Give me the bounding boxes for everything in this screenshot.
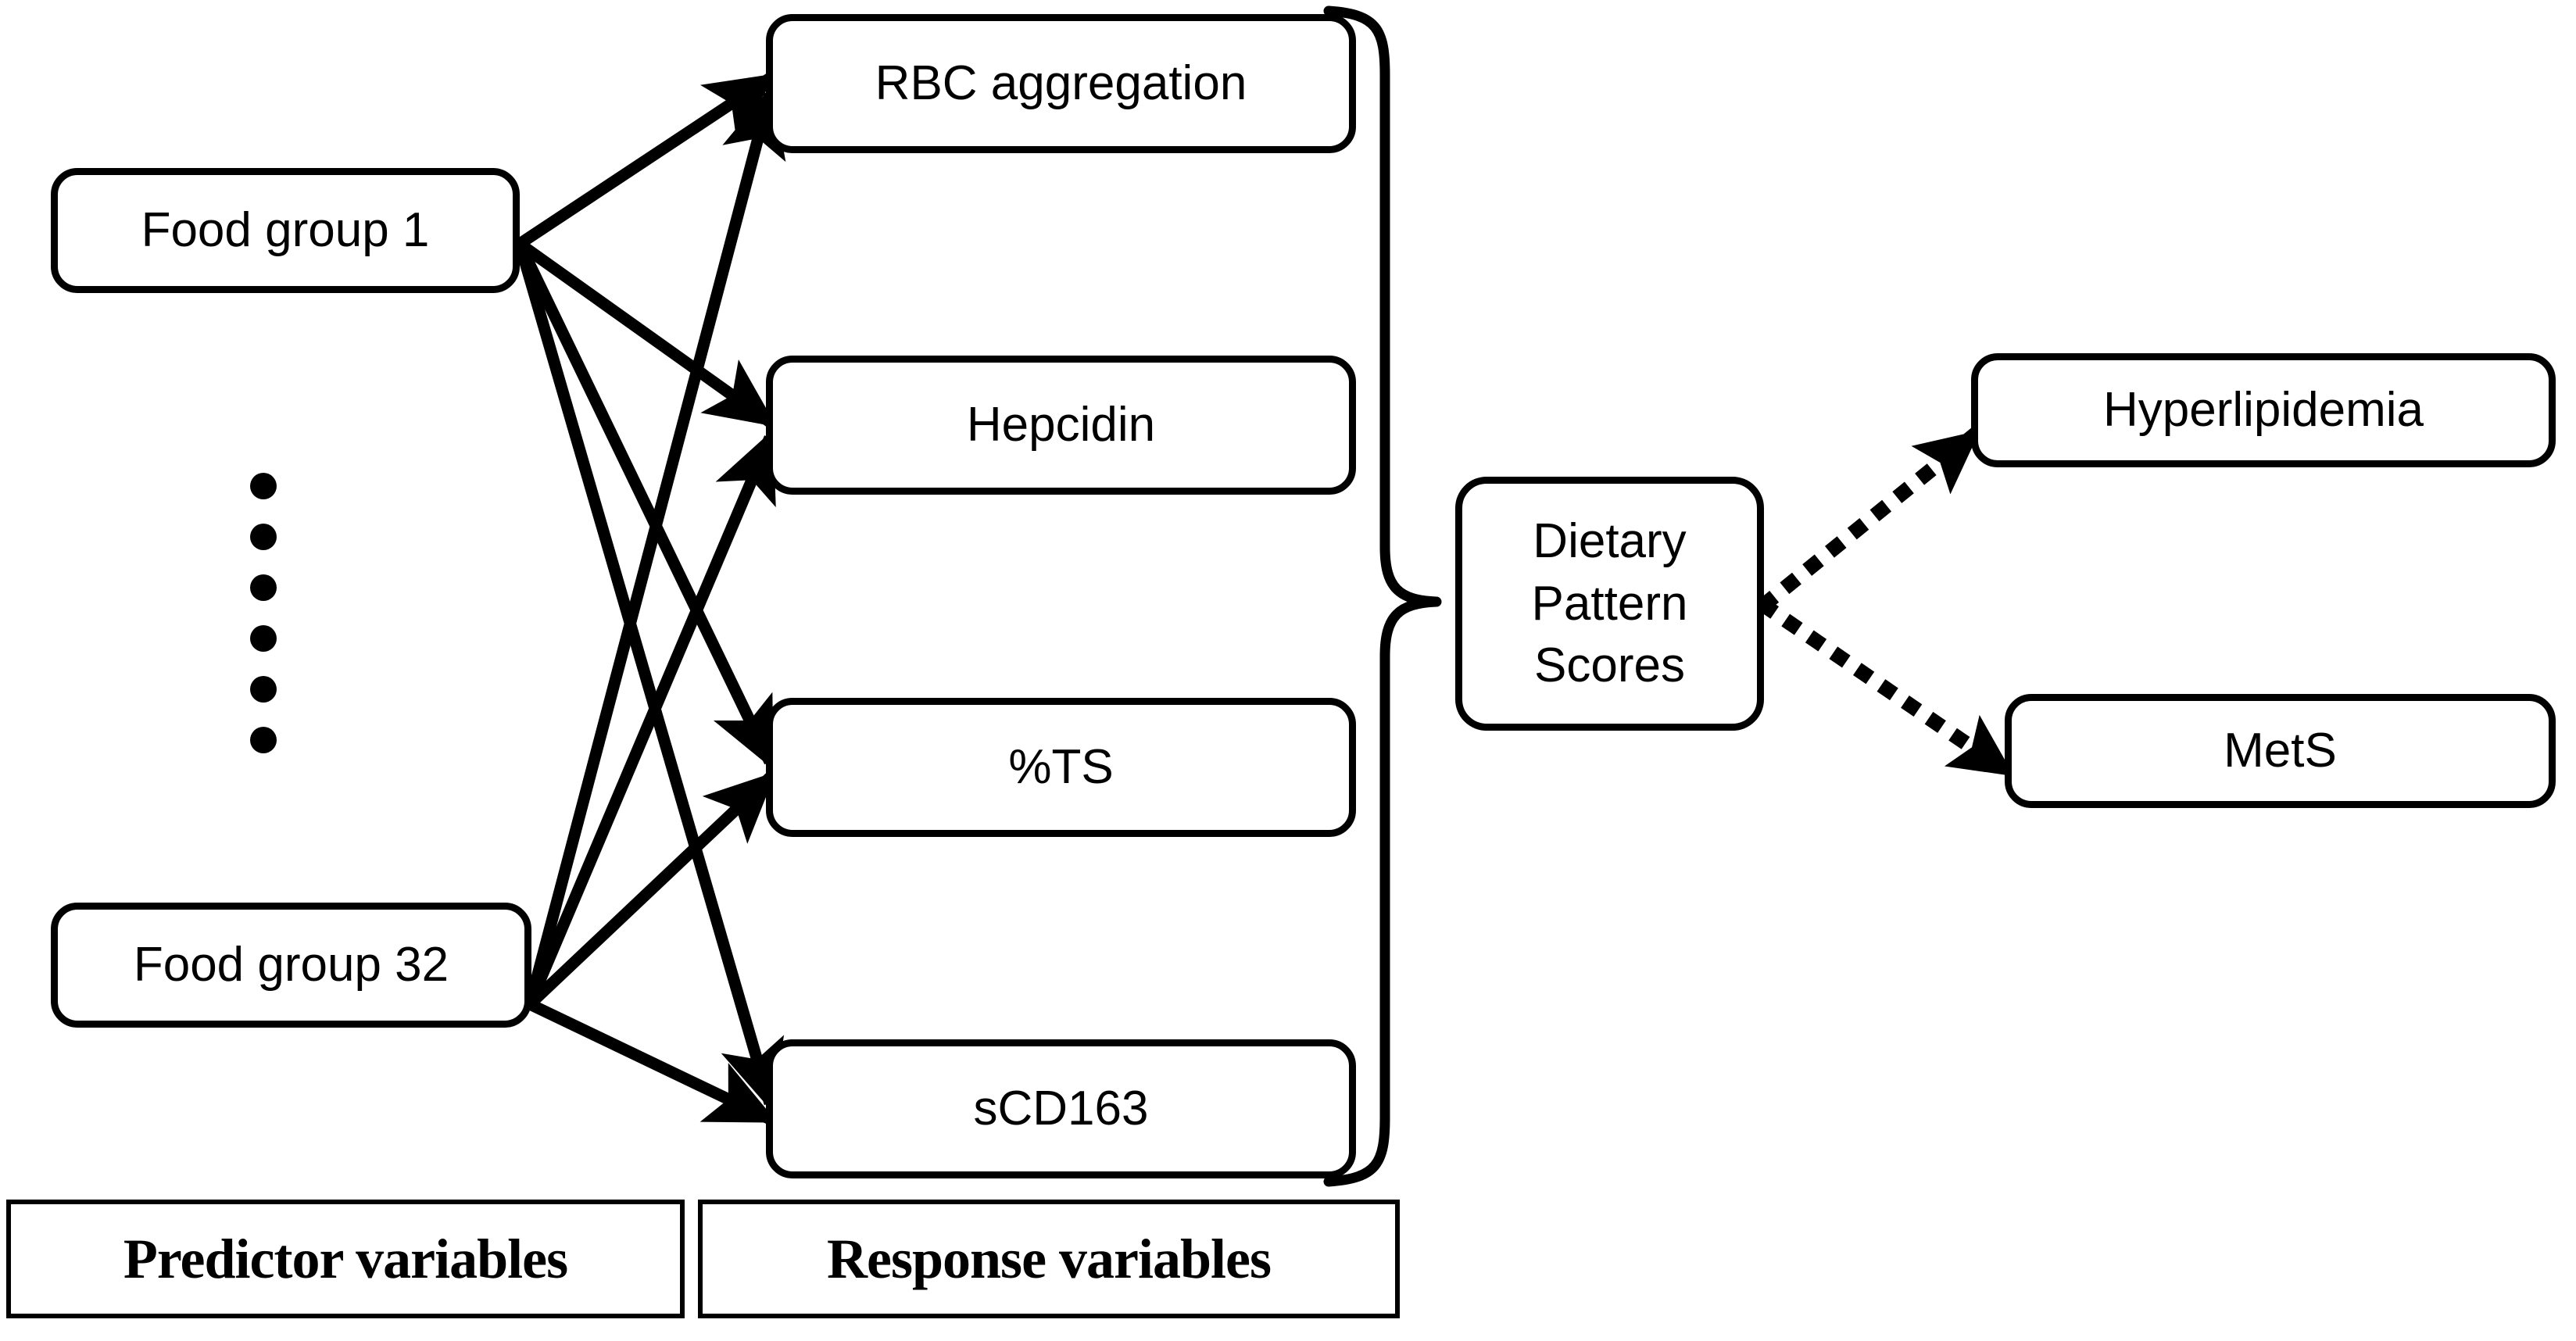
legend-response-variables: Response variables <box>698 1200 1400 1318</box>
node-label: %TS <box>1008 740 1114 794</box>
node-label: sCD163 <box>973 1082 1149 1135</box>
legend-predictor-variables: Predictor variables <box>6 1200 685 1318</box>
ellipsis-dot <box>250 676 277 703</box>
edges-from-dietary-pattern-scores <box>1757 427 2016 781</box>
node-label: Food group 1 <box>141 203 430 257</box>
ellipsis-dot <box>250 625 277 652</box>
node-label: MetS <box>2224 724 2337 778</box>
node-label: Hepcidin <box>966 398 1156 452</box>
node-food-group-32[interactable]: Food group 32 <box>51 903 531 1028</box>
node-hyperlipidemia[interactable]: Hyperlipidemia <box>1971 353 2556 467</box>
edge-scores-to-hyperlipidemia <box>1757 427 1982 613</box>
node-label: Hyperlipidemia <box>2102 383 2424 437</box>
edge-scores-to-mets <box>1757 597 2016 781</box>
node-dietary-pattern-scores[interactable]: Dietary Pattern Scores <box>1455 477 1764 731</box>
node-mets[interactable]: MetS <box>2005 694 2556 808</box>
node-label-line-3: Scores <box>1534 638 1685 693</box>
node-rbc-aggregation[interactable]: RBC aggregation <box>766 14 1356 153</box>
ellipsis-dot <box>250 524 277 550</box>
edges-from-food-group-32 <box>524 85 786 1125</box>
edge-fg1-to-hepcidin <box>516 238 777 427</box>
edge-fg32-to-percent-ts <box>525 771 776 1009</box>
legend-label: Response variables <box>826 1227 1272 1290</box>
edge-fg1-to-percent-ts <box>514 241 775 770</box>
node-label: RBC aggregation <box>875 56 1247 110</box>
node-label: Food group 32 <box>133 938 449 992</box>
ellipsis-dot <box>250 473 277 499</box>
node-hepcidin[interactable]: Hepcidin <box>766 356 1356 495</box>
node-percent-ts[interactable]: %TS <box>766 698 1356 837</box>
node-label-line-2: Pattern <box>1531 576 1688 631</box>
edge-fg32-to-scd163 <box>527 999 778 1125</box>
ellipsis-dot <box>250 574 277 601</box>
node-food-group-1[interactable]: Food group 1 <box>51 168 520 293</box>
ellipsis-dot <box>250 727 277 753</box>
edge-fg32-to-hepcidin <box>524 430 776 1007</box>
edge-fg32-to-rbc-aggregation <box>524 85 786 1006</box>
node-scd163[interactable]: sCD163 <box>766 1039 1356 1178</box>
edge-fg1-to-scd163 <box>513 241 785 1112</box>
right-curly-brace <box>1323 5 1442 1187</box>
node-label-line-1: Dietary <box>1533 514 1687 569</box>
legend-label: Predictor variables <box>123 1227 568 1290</box>
